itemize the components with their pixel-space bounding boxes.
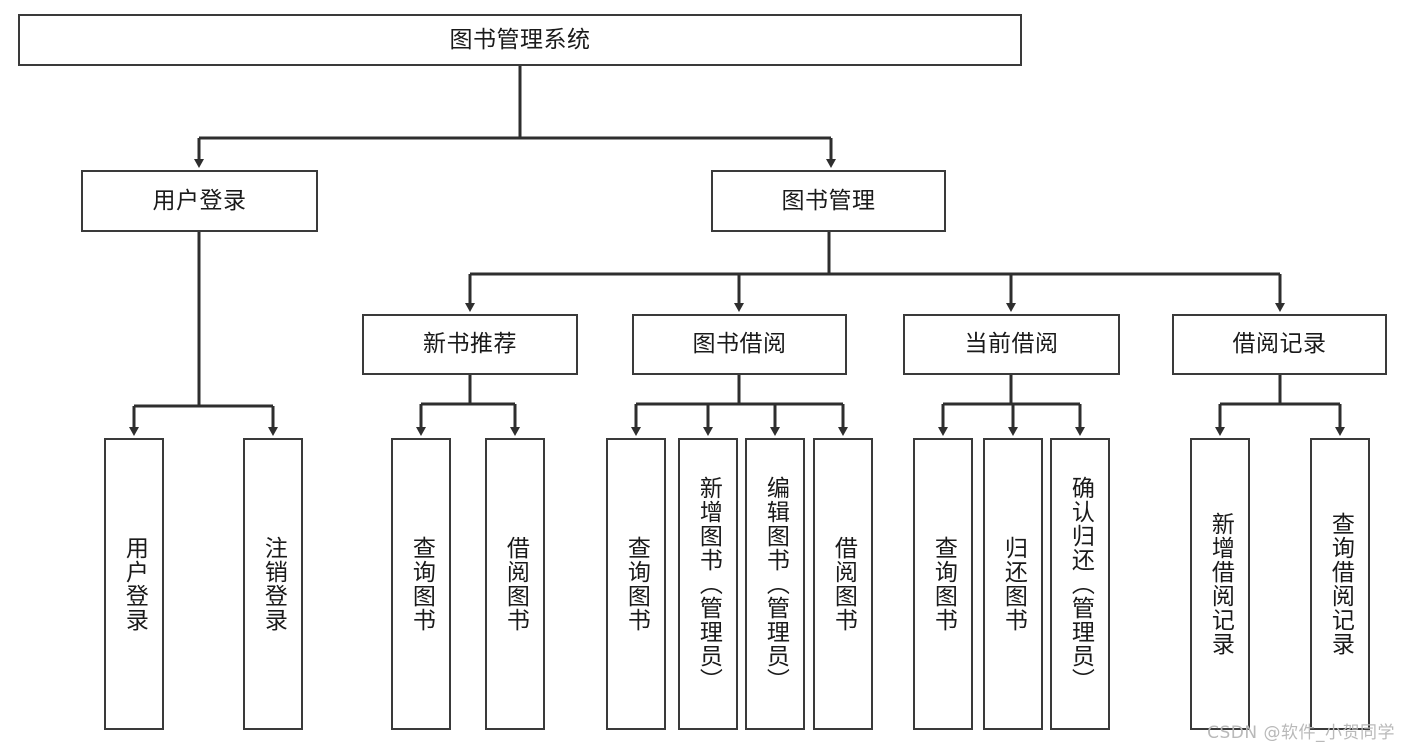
node-leaf-confirm-return-admin[interactable]: 确认归还（管理员） <box>1050 438 1110 730</box>
node-label: 用户登录 <box>152 187 247 214</box>
node-label: 查询图书 <box>623 536 650 632</box>
node-label: 用户登录 <box>121 536 148 632</box>
node-leaf-query-book-current[interactable]: 查询图书 <box>913 438 973 730</box>
node-label: 新增借阅记录 <box>1207 512 1234 656</box>
node-label: 查询图书 <box>930 536 957 632</box>
node-user-login[interactable]: 用户登录 <box>81 170 318 232</box>
node-leaf-add-book-admin[interactable]: 新增图书（管理员） <box>678 438 738 730</box>
node-leaf-user-login[interactable]: 用户登录 <box>104 438 164 730</box>
node-leaf-logout[interactable]: 注销登录 <box>243 438 303 730</box>
node-leaf-borrow-book-newrec[interactable]: 借阅图书 <box>485 438 545 730</box>
node-book-management[interactable]: 图书管理 <box>711 170 946 232</box>
node-leaf-borrow-book[interactable]: 借阅图书 <box>813 438 873 730</box>
node-leaf-query-borrow-record[interactable]: 查询借阅记录 <box>1310 438 1370 730</box>
node-leaf-add-borrow-record[interactable]: 新增借阅记录 <box>1190 438 1250 730</box>
node-label: 注销登录 <box>260 536 287 632</box>
node-label: 确认归还（管理员） <box>1067 476 1094 692</box>
node-label: 图书借阅 <box>692 331 787 358</box>
node-label: 查询借阅记录 <box>1327 512 1354 656</box>
node-label: 新书推荐 <box>423 331 517 358</box>
node-leaf-query-book-newrec[interactable]: 查询图书 <box>391 438 451 730</box>
node-root-system[interactable]: 图书管理系统 <box>18 14 1022 66</box>
node-label: 查询图书 <box>408 536 435 632</box>
node-leaf-return-book[interactable]: 归还图书 <box>983 438 1043 730</box>
csdn-watermark: CSDN @软件_小贺同学 <box>1207 723 1395 743</box>
node-label: 当前借阅 <box>964 331 1059 358</box>
node-book-borrowing[interactable]: 图书借阅 <box>632 314 847 375</box>
node-label: 编辑图书（管理员） <box>762 476 789 692</box>
node-label: 借阅图书 <box>830 536 857 632</box>
node-leaf-edit-book-admin[interactable]: 编辑图书（管理员） <box>745 438 805 730</box>
node-label: 借阅记录 <box>1232 331 1327 358</box>
node-borrowing-records[interactable]: 借阅记录 <box>1172 314 1387 375</box>
node-current-borrowing[interactable]: 当前借阅 <box>903 314 1120 375</box>
node-label: 新增图书（管理员） <box>695 476 722 692</box>
node-label: 图书管理 <box>781 187 876 214</box>
node-label: 图书管理系统 <box>449 26 591 53</box>
node-new-book-recommendation[interactable]: 新书推荐 <box>362 314 578 375</box>
node-leaf-query-book-borrow[interactable]: 查询图书 <box>606 438 666 730</box>
node-label: 借阅图书 <box>502 536 529 632</box>
node-label: 归还图书 <box>1000 536 1027 632</box>
